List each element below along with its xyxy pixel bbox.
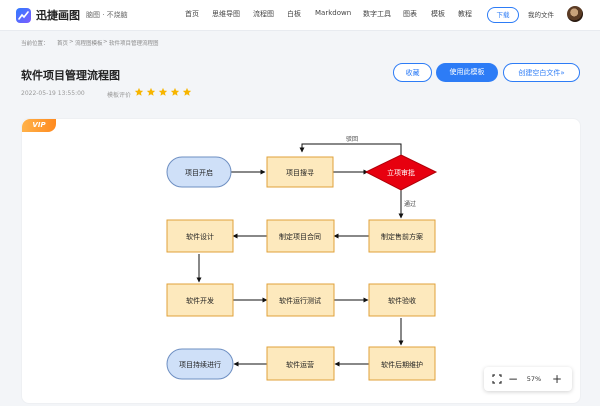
star-icon — [134, 87, 144, 96]
star-icon — [182, 87, 192, 96]
node-presale-plan — [368, 219, 436, 253]
vip-badge: VIP — [22, 119, 56, 132]
node-project-continue — [166, 348, 234, 380]
node-software-accept-label: 软件验收 — [388, 296, 416, 305]
user-avatar[interactable] — [567, 6, 583, 22]
zoom-toolbar: − 57% + — [484, 367, 572, 391]
template-preview-panel: VIP 驳回 通过 项目开启 项目持续进行 — [21, 118, 581, 404]
zoom-in-button[interactable]: + — [551, 372, 563, 386]
nav-charts[interactable]: 图表 — [403, 10, 417, 18]
edge-reject — [299, 143, 402, 155]
my-files-link[interactable]: 我的文件 — [528, 11, 554, 19]
nav-flowchart[interactable]: 流程图 — [253, 10, 274, 18]
node-contract-label: 制定项目合同 — [279, 232, 321, 241]
download-button[interactable]: 下载 — [487, 7, 519, 23]
rating-stars — [134, 87, 194, 97]
edge-label-reject: 驳回 — [346, 135, 358, 143]
nav-templates[interactable]: 模板 — [431, 10, 445, 18]
node-software-operate-label: 软件运营 — [286, 360, 314, 369]
breadcrumb-home[interactable]: 首页 — [57, 41, 69, 47]
logo-icon — [16, 7, 31, 23]
nav-home[interactable]: 首页 — [185, 10, 199, 18]
node-software-test — [266, 283, 335, 317]
star-icon — [158, 87, 168, 96]
page-title: 软件项目管理流程图 — [21, 69, 120, 82]
rating-label: 模板评价 — [107, 92, 132, 99]
flowchart-canvas: 驳回 通过 项目开启 项目持续进行 立项审批 项目搜寻 制定售前方案 制定项目合… — [166, 135, 438, 381]
nav-tutorials[interactable]: 教程 — [458, 10, 472, 18]
nav-digital-tools[interactable]: 数字工具 — [363, 10, 391, 18]
star-icon — [146, 87, 156, 96]
zoom-level: 57% — [526, 375, 542, 383]
node-contract — [266, 219, 335, 253]
use-template-button[interactable]: 使用此模板 — [436, 63, 498, 82]
node-software-operate — [266, 346, 335, 381]
node-software-design — [166, 219, 234, 253]
node-presale-plan-label: 制定售前方案 — [381, 232, 423, 241]
node-project-search — [266, 156, 334, 188]
nav-mindmap[interactable]: 思维导图 — [212, 10, 240, 18]
nav-markdown[interactable]: Markdown — [315, 9, 352, 17]
node-project-start — [166, 156, 232, 188]
node-software-accept — [368, 283, 436, 317]
edge-label-pass: 通过 — [404, 200, 416, 208]
node-software-develop-label: 软件开发 — [186, 296, 214, 305]
node-project-approval-label: 立项审批 — [387, 168, 415, 177]
node-software-test-label: 软件运行测试 — [279, 296, 321, 305]
breadcrumb-prefix: 当前位置： — [21, 41, 49, 47]
node-software-develop — [166, 283, 234, 317]
breadcrumb-current: 软件项目管理流程图 — [109, 41, 159, 47]
brand-slogan: 脑图 · 不烧脑 — [86, 11, 128, 19]
publish-date: 2022-05-19 13:55:00 — [21, 90, 85, 97]
breadcrumb-separator: > — [69, 39, 74, 45]
node-software-design-label: 软件设计 — [186, 232, 214, 241]
brand-logo[interactable]: 迅捷画图 脑图 · 不烧脑 — [16, 7, 128, 23]
nav-whiteboard[interactable]: 白板 — [287, 10, 301, 18]
breadcrumb-flowchart-templates[interactable]: 流程图模板 — [75, 41, 103, 47]
node-software-maintain-label: 软件后期维护 — [381, 360, 423, 369]
zoom-out-button[interactable]: − — [507, 372, 519, 386]
node-project-start-label: 项目开启 — [185, 168, 213, 177]
node-software-maintain — [368, 346, 436, 381]
favorite-button[interactable]: 收藏 — [393, 63, 432, 82]
top-navigation-bar: 迅捷画图 脑图 · 不烧脑 首页 思维导图 流程图 白板 Markdown 数字… — [0, 0, 600, 31]
create-blank-file-button[interactable]: 创建空白文件» — [503, 63, 580, 82]
star-icon — [170, 87, 180, 96]
node-project-search-label: 项目搜寻 — [286, 168, 314, 177]
breadcrumb-separator: > — [103, 39, 108, 45]
fit-screen-icon[interactable] — [490, 367, 504, 391]
node-project-continue-label: 项目持续进行 — [179, 360, 221, 369]
brand-name: 迅捷画图 — [36, 9, 80, 22]
node-project-approval — [364, 154, 438, 191]
